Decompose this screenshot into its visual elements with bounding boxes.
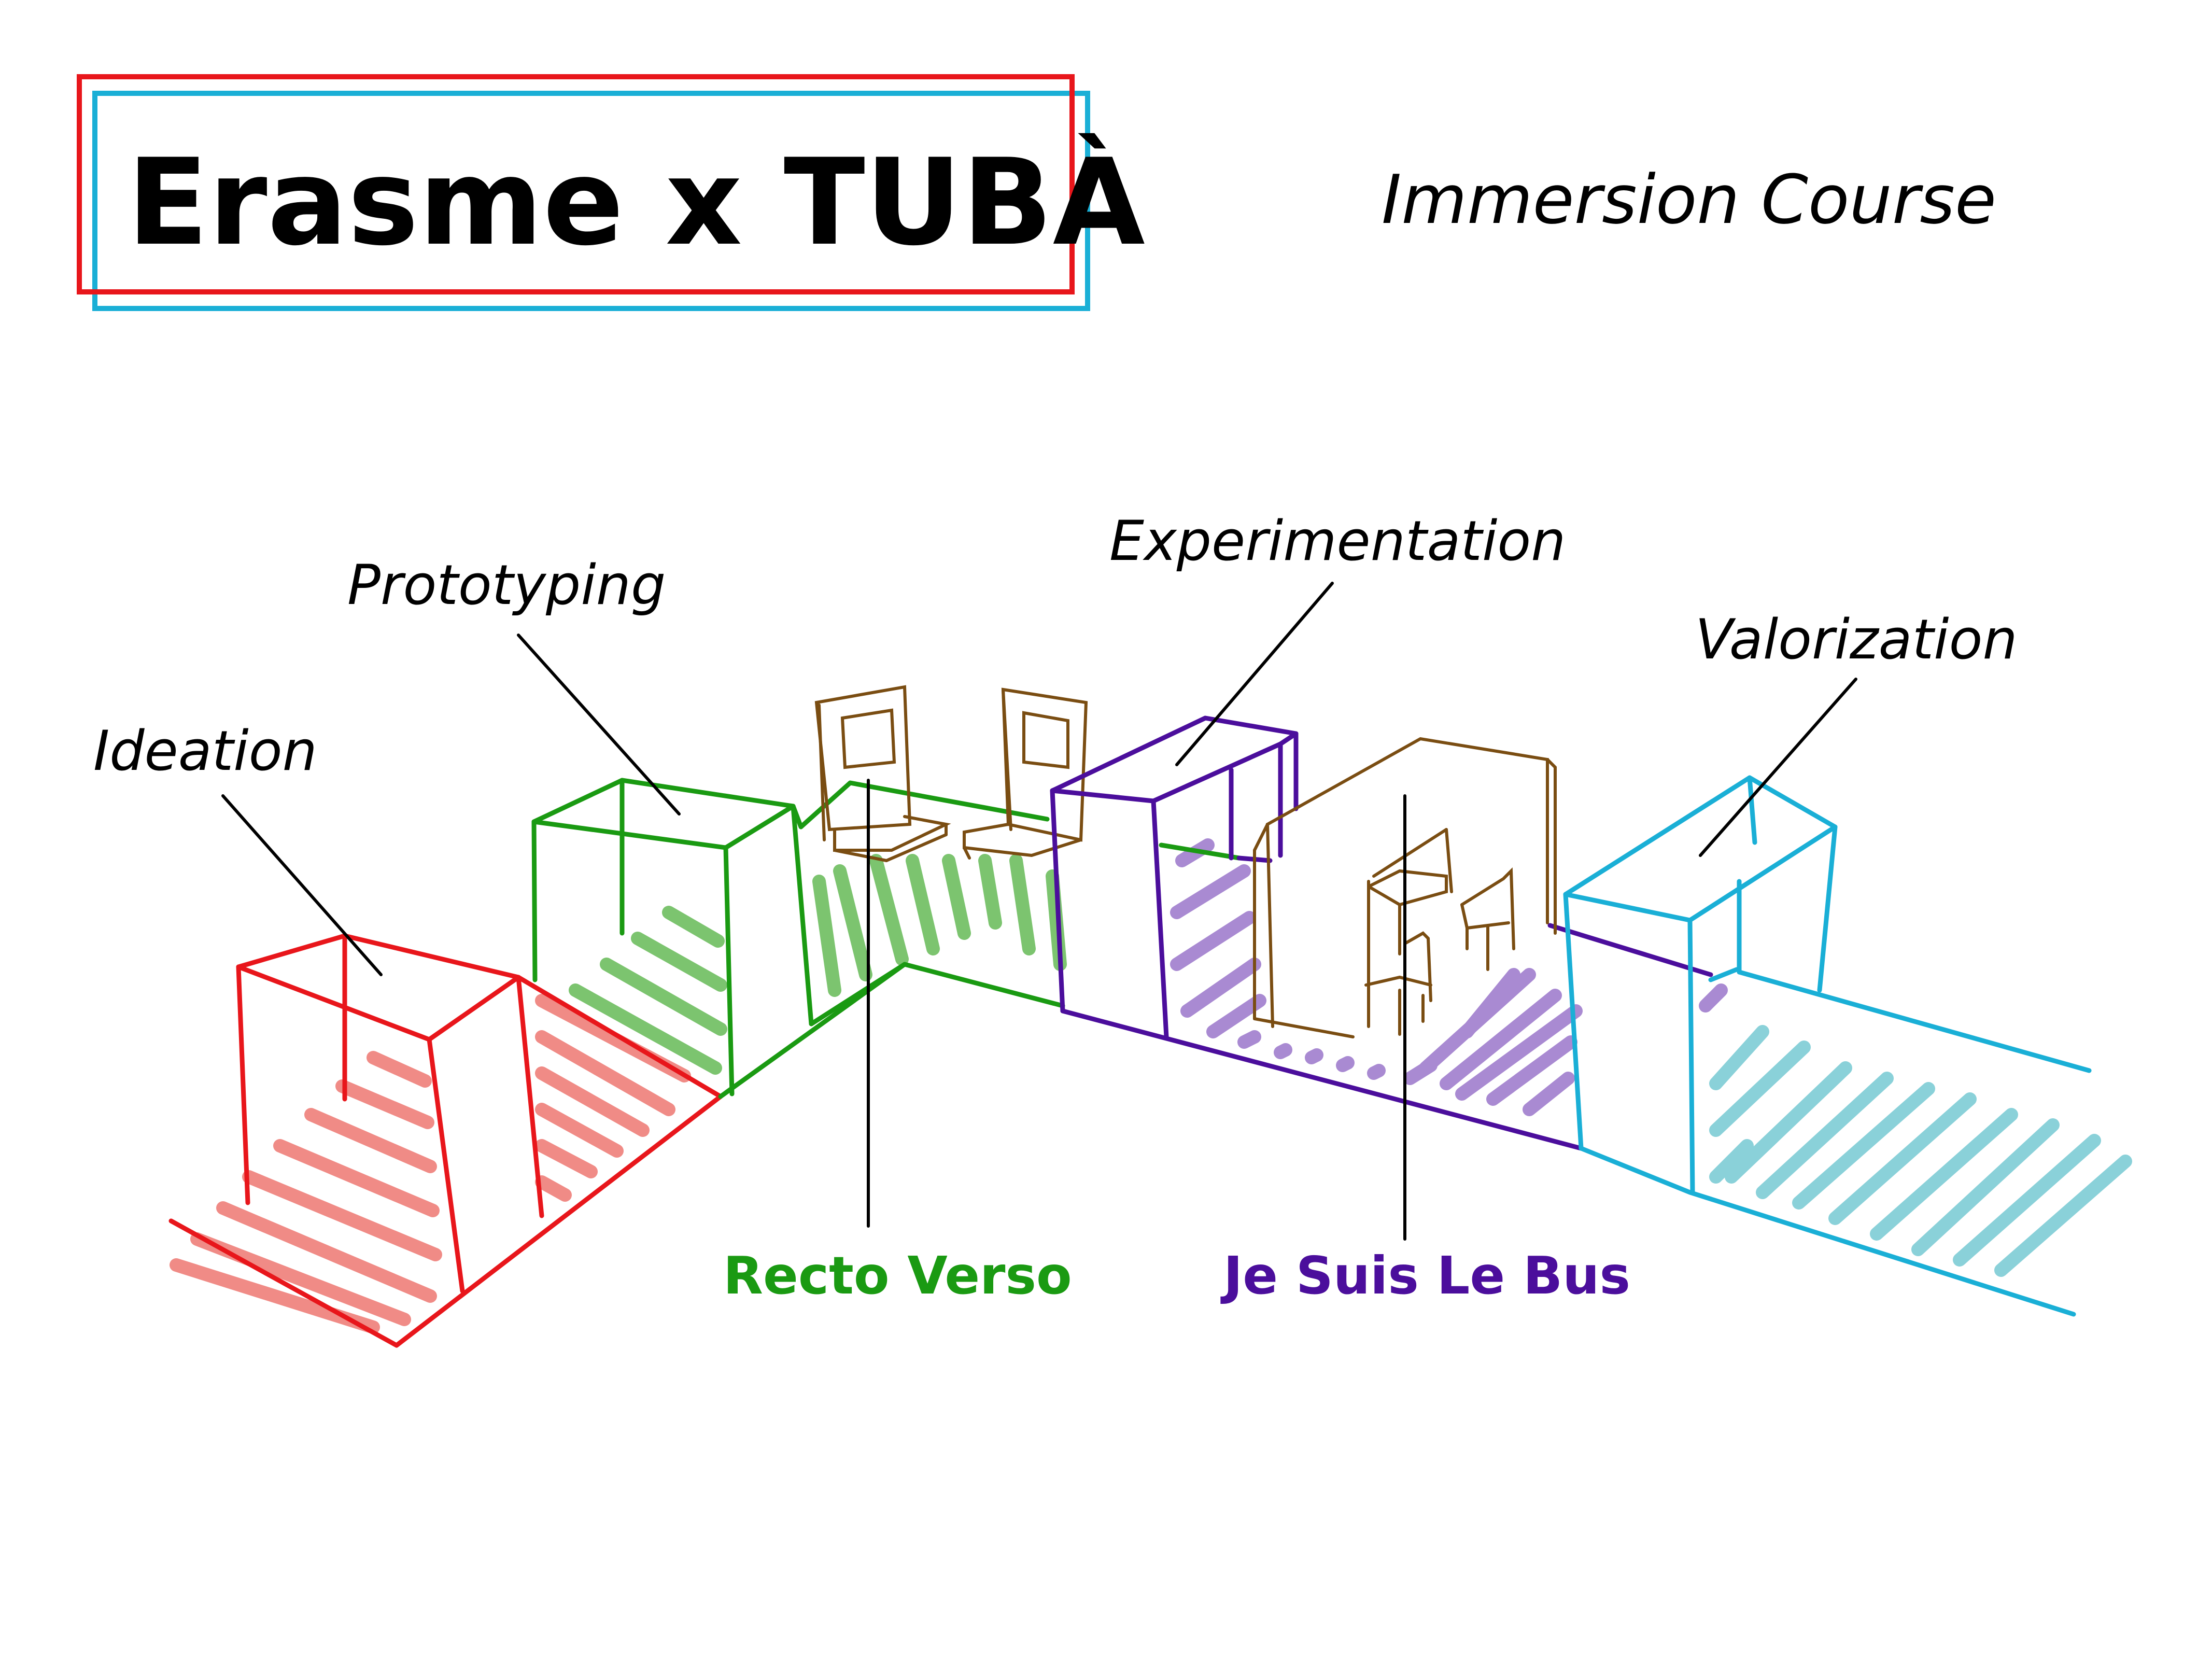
experimentation-leader [1175,582,1334,766]
stage-label-ideation: Ideation [93,719,317,783]
venue-label-recto-verso: Recto Verso [723,1245,1072,1306]
page-title: Erasme x TUBÀ [127,133,1145,272]
prototyping-structure [531,778,1242,1099]
stage-label-prototyping: Prototyping [347,553,666,617]
title-frame-cyan [92,91,1090,311]
experimentation-structure [1050,715,1713,1151]
valorization-structure [1563,775,2092,1317]
bus-seat-1-icon [1367,828,1453,1013]
venue-label-je-suis-le-bus: Je Suis Le Bus [1220,1245,1630,1306]
page-subtitle: Immersion Course [1382,160,1996,239]
bus-seat-3-icon [1364,931,1432,1036]
prototyping-leader [517,634,681,816]
ideation-structure [168,933,723,1348]
title-block: Erasme x TUBÀ [77,74,1145,311]
floor-hatching [170,838,2132,1334]
title-frame-red [77,74,1075,294]
ideation-ramp-fill [535,994,691,1202]
chair-right-icon [963,687,1088,860]
valorization-floor-fill [1709,1025,2132,1277]
ideation-floor-fill [170,1051,442,1334]
recto-verso-floor-fill [812,854,1067,997]
bus-interior [1253,737,1557,1038]
chair-left-icon [814,685,951,862]
stage-label-valorization: Valorization [1695,608,2018,671]
recto-verso-chairs [814,685,1088,862]
ideation-leader [221,794,383,976]
callout-lines [221,582,1857,1241]
valorization-leader [1699,678,1857,857]
je-suis-le-bus-floor-fill [1170,838,1728,1116]
stage-label-experimentation: Experimentation [1109,509,1566,573]
bus-seat-2-icon [1460,867,1515,971]
prototyping-floor-fill [569,906,727,1075]
